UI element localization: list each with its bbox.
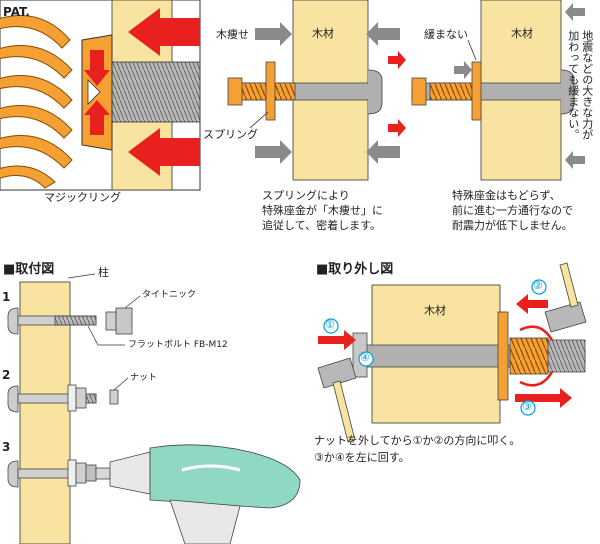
tightnic-part: [105, 307, 133, 335]
marker-2: ②: [533, 279, 543, 292]
bolt-head: [367, 69, 383, 115]
special-washer: [265, 61, 276, 121]
wood-label-3: 木材: [511, 27, 533, 40]
transition-arrows: [388, 51, 406, 137]
nut: [411, 77, 427, 106]
caption-2-line-2: 特殊座金が「木痩せ」に: [262, 204, 383, 217]
removal-diagram: [317, 262, 587, 443]
caption-2-line-3: 追従して、密着します。: [262, 219, 382, 232]
step-1: [7, 295, 141, 346]
panel-closeup: [0, 0, 201, 191]
step-number-2: 2: [2, 368, 11, 382]
pillar: [19, 281, 71, 544]
red-arrows-closeup: [84, 8, 200, 176]
bolt-label: フラットボルト FB-M12: [128, 340, 228, 350]
nut: [227, 77, 243, 106]
gray-arrows: [255, 22, 400, 164]
removal-title: ■取り外し図: [316, 262, 394, 277]
special-washer: [497, 311, 509, 401]
step-3: [7, 459, 97, 488]
step-number-1: 1: [2, 290, 11, 304]
nut-label: ナット: [130, 373, 158, 383]
spring: [509, 337, 549, 375]
wood-label-2: 木材: [312, 27, 334, 40]
caption-3-line-2: 前に進む一方通行なので: [452, 204, 573, 217]
caption-3-line-1: 特殊座金はもどらず、: [452, 189, 561, 202]
no-loosen-label: 緩まない: [424, 28, 468, 41]
force-note-line-1: 地震などの大きな力が: [580, 30, 594, 140]
pillar-label: 柱: [98, 266, 109, 279]
force-arrows: [565, 3, 585, 169]
wood-label-removal: 木材: [424, 304, 446, 317]
threaded-shaft: [99, 61, 201, 123]
removal-caption-1: ナットを外してから①か②の方向に叩く。: [314, 434, 521, 447]
hammer-right: [544, 262, 587, 333]
removal-caption-2: ③か④を左に回す。: [314, 451, 410, 464]
marker-1: ①: [325, 318, 335, 331]
tightnic-label: タイトニック: [142, 290, 197, 300]
impact-wrench: [95, 444, 301, 544]
caption-2-line-1: スプリングにより: [262, 189, 350, 202]
bolt-head: [560, 69, 575, 115]
marker-3: ③: [522, 400, 532, 413]
circle-markers: [323, 279, 547, 416]
force-note-line-2: 加わっても緩まない。: [566, 30, 580, 140]
install-diagram: [7, 273, 301, 544]
spring: [429, 82, 476, 101]
panel-no-loosen: [411, 0, 585, 181]
pat-label: PAT.: [3, 5, 30, 19]
step-2: [7, 377, 129, 413]
caption-3-line-3: 耐震力が低下しません。: [452, 219, 573, 232]
spring-label: スプリング: [203, 128, 258, 141]
small-gray-arrow: [454, 61, 472, 79]
hammer-left: [317, 357, 357, 443]
magic-ring-label: マジックリング: [44, 191, 121, 204]
special-washer: [471, 61, 482, 121]
panel-spring-follow: [227, 0, 406, 181]
step-number-3: 3: [2, 440, 11, 454]
removal-arrows: [318, 294, 572, 408]
install-title: ■取付図: [3, 262, 55, 277]
spring-coils: [0, 15, 73, 189]
marker-4: ④: [360, 351, 370, 364]
shrink-label: 木痩せ: [216, 28, 249, 41]
nut-part: [109, 389, 119, 405]
